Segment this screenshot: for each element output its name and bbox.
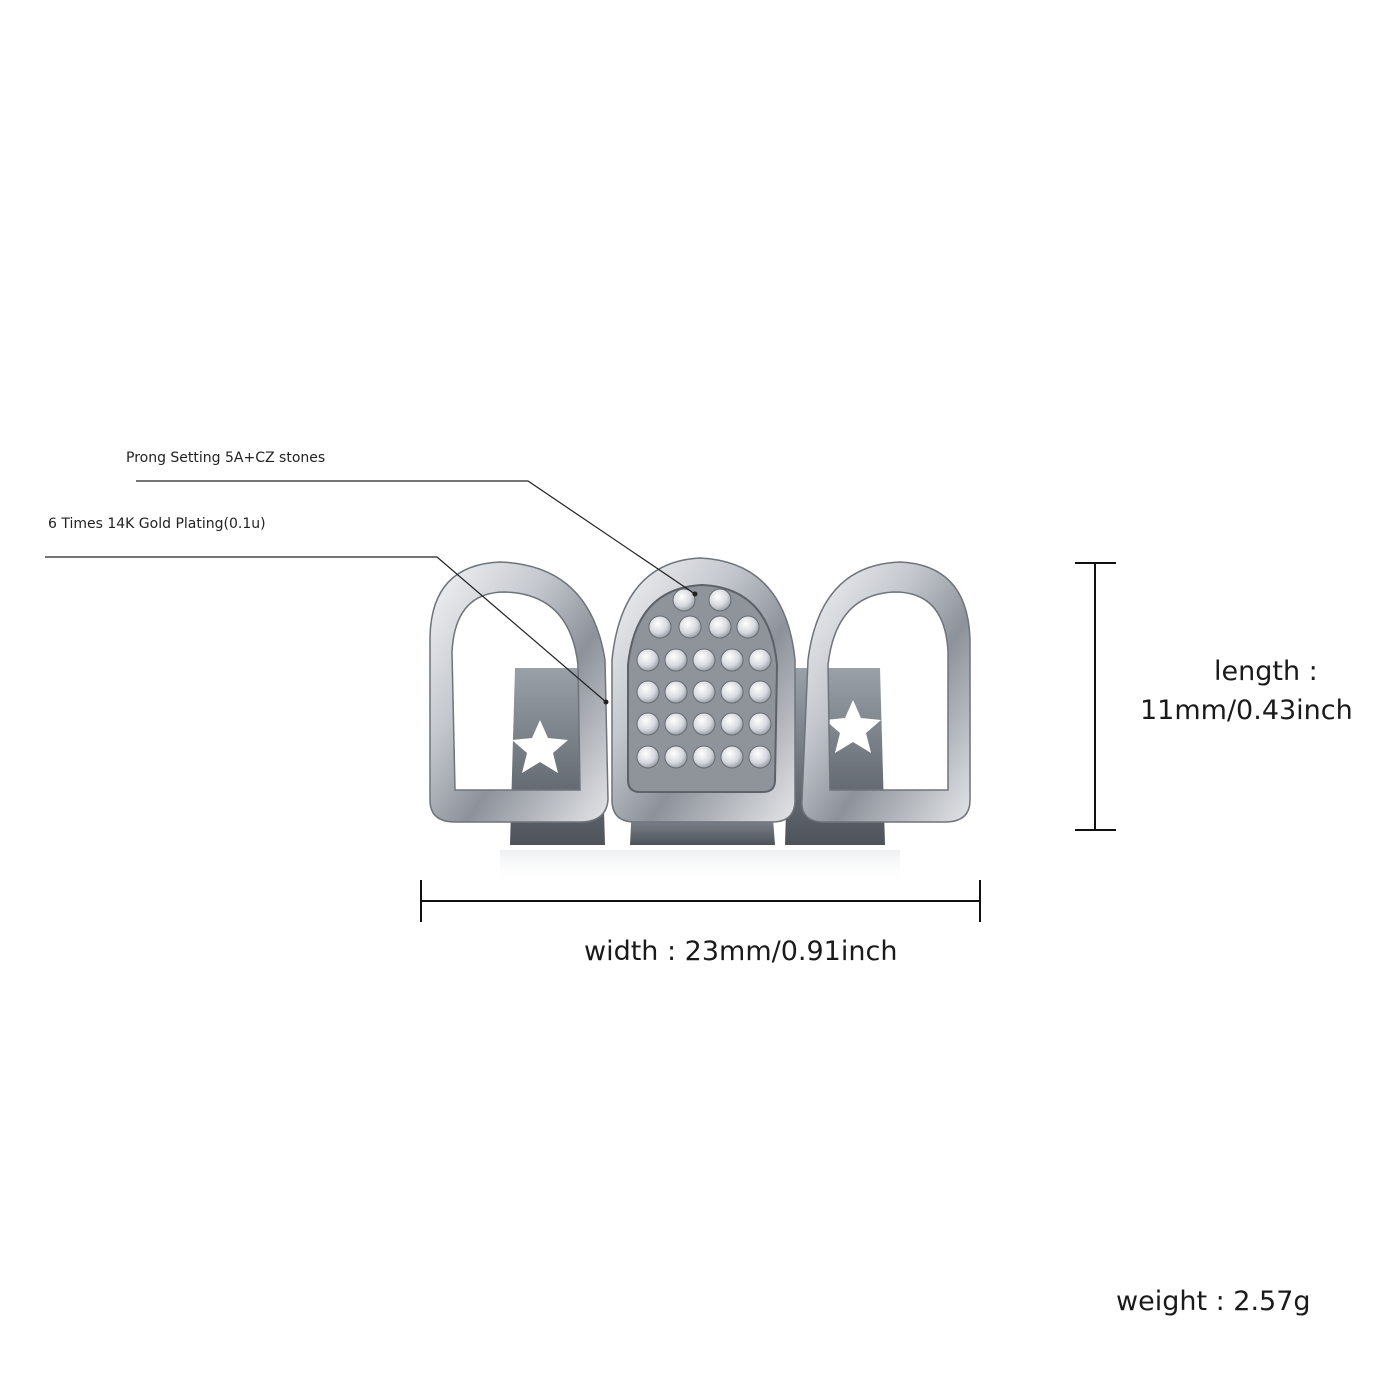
prong-setting-leader <box>136 480 696 595</box>
left-open-cap <box>429 561 609 823</box>
width-dimension-line <box>420 880 981 922</box>
width-label: width : 23mm/0.91inch <box>584 936 898 967</box>
cz-stone <box>692 648 716 672</box>
cz-stone <box>678 615 702 639</box>
right-open-cap <box>801 561 971 823</box>
cz-stone <box>720 680 744 704</box>
cz-stone <box>748 680 772 704</box>
cz-stone <box>636 712 660 736</box>
prong-setting-callout: Prong Setting 5A+CZ stones <box>126 450 326 466</box>
weight-label: weight : 2.57g <box>1116 1286 1311 1317</box>
length-label: length : <box>1214 656 1318 687</box>
cz-stone <box>748 745 772 769</box>
cz-stone <box>636 745 660 769</box>
cz-stone <box>664 680 688 704</box>
cz-stone <box>636 648 660 672</box>
cz-stone <box>720 648 744 672</box>
cz-stone <box>720 745 744 769</box>
cz-stone <box>648 615 672 639</box>
cz-stone <box>748 648 772 672</box>
length-value: 11mm/0.43inch <box>1140 695 1353 726</box>
star-cutout-icon <box>512 720 568 773</box>
cz-stone <box>692 712 716 736</box>
cz-stone <box>692 745 716 769</box>
cz-stone <box>708 615 732 639</box>
length-dimension-line <box>1075 562 1116 831</box>
cz-stone <box>736 615 760 639</box>
leader-dot <box>692 591 698 597</box>
cz-stone <box>664 745 688 769</box>
cz-stone <box>720 712 744 736</box>
leader-dot <box>603 699 609 705</box>
reflection <box>500 850 900 885</box>
cz-stone <box>692 680 716 704</box>
star-cutout-icon <box>825 700 881 753</box>
cz-stone <box>664 648 688 672</box>
cz-stone <box>664 712 688 736</box>
cz-stones <box>636 588 772 769</box>
callout-leaders <box>45 480 696 703</box>
cz-stone <box>708 588 732 612</box>
gold-plating-leader <box>45 556 607 703</box>
cz-stone <box>748 712 772 736</box>
gold-plating-callout: 6 Times 14K Gold Plating(0.1u) <box>48 516 266 532</box>
cz-stone <box>636 680 660 704</box>
cz-stone <box>672 588 696 612</box>
